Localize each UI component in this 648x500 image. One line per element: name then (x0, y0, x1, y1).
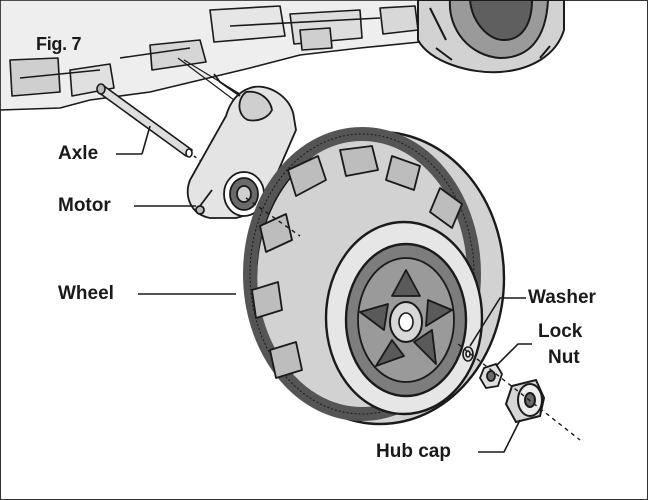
lock-label: Lock (538, 321, 583, 342)
hub-cap-leader (478, 419, 521, 453)
motor-label: Motor (58, 195, 111, 216)
wheel (243, 127, 506, 426)
axis-centerline (457, 343, 581, 441)
wheel-label: Wheel (58, 283, 114, 304)
leader-lines (116, 125, 532, 453)
axle-label: Axle (58, 143, 99, 164)
washer-leader (469, 297, 526, 347)
axle-shaft (96, 83, 231, 183)
car-body (0, 0, 421, 111)
axle-leader-angle (141, 125, 151, 155)
axis-centerline-motor (245, 197, 301, 237)
hub-cap-label: Hub cap (376, 441, 451, 462)
lock-nut (478, 362, 503, 389)
upper-wheel (417, 0, 565, 74)
hub-cap (504, 378, 546, 424)
nut-label: Nut (548, 347, 580, 368)
figure-label: Fig. 7 (36, 34, 82, 54)
washer-label: Washer (528, 287, 596, 308)
lock-nut-leader (495, 343, 532, 367)
